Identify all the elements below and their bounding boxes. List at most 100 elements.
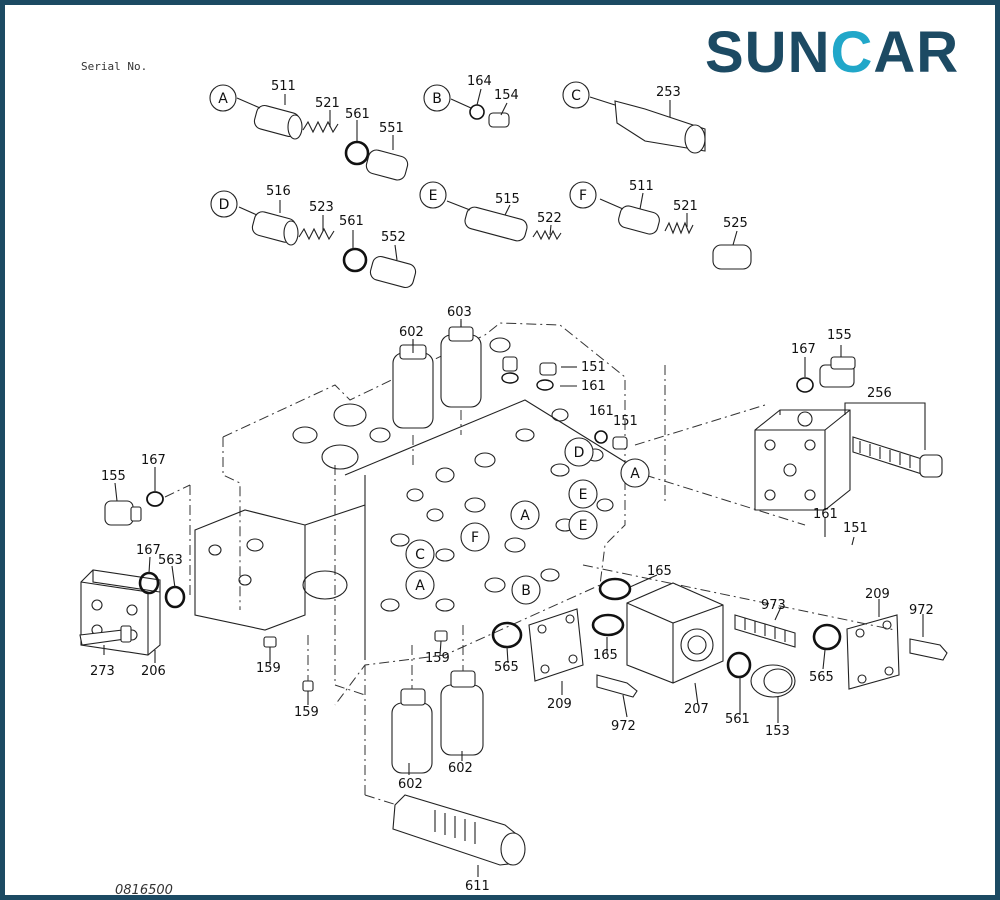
part-label: 155 [827, 328, 852, 343]
part-label: 167 [136, 543, 161, 558]
part-label: 565 [494, 660, 519, 675]
part-label: 611 [465, 879, 490, 894]
part-label: 972 [611, 719, 636, 734]
part-label: 551 [379, 121, 404, 136]
part-label: 603 [447, 305, 472, 320]
svg-text:D: D [574, 445, 585, 461]
part-label: 155 [101, 469, 126, 484]
detail-callout-a-top: A [209, 84, 237, 112]
part-label: 552 [381, 230, 406, 245]
part-label: 511 [271, 79, 296, 94]
part-label: 602 [448, 761, 473, 776]
detail-c-parts [589, 96, 706, 154]
detail-callout-a-body-low: A [405, 570, 435, 600]
part-label: 151 [613, 414, 638, 429]
part-label: 164 [467, 74, 492, 89]
svg-text:D: D [219, 197, 230, 213]
part-label: 165 [647, 564, 672, 579]
detail-callout-e-body-1: E [568, 479, 598, 509]
part-label: 161 [581, 379, 606, 394]
part-label: 153 [765, 724, 790, 739]
part-label: 207 [684, 702, 709, 717]
detail-a-parts [236, 97, 409, 181]
part-number-labels: 511 521 561 551 164 154 253 516 523 561 … [90, 74, 934, 894]
part-label: 159 [425, 651, 450, 666]
part-label: 165 [593, 648, 618, 663]
spool-611 [364, 665, 526, 866]
svg-text:C: C [415, 547, 425, 563]
detail-callout-a-body-right: A [620, 458, 650, 488]
detail-callout-c-top: C [562, 81, 590, 109]
part-label: 516 [266, 184, 291, 199]
part-label: 521 [673, 199, 698, 214]
leader-lines [103, 88, 926, 877]
plugs-151-161-top [501, 356, 628, 450]
part-label: 511 [629, 179, 654, 194]
detail-e-parts [446, 200, 562, 242]
svg-text:A: A [520, 508, 530, 524]
part-label: 206 [141, 664, 166, 679]
part-label: 256 [867, 386, 892, 401]
part-label: 159 [294, 705, 319, 720]
part-label: 161 [589, 404, 614, 419]
detail-callout-e-top: E [419, 181, 447, 209]
detail-b-parts [450, 98, 510, 128]
svg-text:E: E [579, 518, 588, 534]
part-label: 973 [761, 598, 786, 613]
svg-text:A: A [630, 466, 640, 482]
svg-text:A: A [415, 578, 425, 594]
part-label: 565 [809, 670, 834, 685]
part-label: 561 [725, 712, 750, 727]
exploded-valve-diagram: A B C D E F D A E A E F C A B 511 521 56… [79, 74, 948, 894]
part-label: 523 [309, 200, 334, 215]
svg-text:F: F [471, 530, 479, 546]
svg-text:B: B [521, 583, 531, 599]
spool-602-603-top [392, 321, 482, 465]
main-valve-body [194, 322, 631, 706]
part-label: 209 [547, 697, 572, 712]
part-label: 525 [723, 216, 748, 231]
detail-callout-a-body-mid: A [510, 500, 540, 530]
svg-text:F: F [579, 188, 587, 204]
svg-text:E: E [429, 188, 438, 204]
part-label: 209 [865, 587, 890, 602]
cover-256-assembly [634, 356, 943, 526]
detail-callout-f-top: F [569, 181, 597, 209]
part-label: 151 [581, 360, 606, 375]
part-label: 167 [141, 453, 166, 468]
serial-number-label: Serial No. [81, 60, 148, 73]
part-label: 253 [656, 85, 681, 100]
part-label: 151 [843, 521, 868, 536]
part-label: 161 [813, 507, 838, 522]
detail-f-parts [599, 198, 752, 270]
left-block-206-assembly [79, 484, 448, 692]
svg-text:C: C [571, 88, 581, 104]
detail-callout-b-body: B [511, 575, 541, 605]
suncar-logo: SUNCAR [705, 20, 960, 85]
part-label: 602 [398, 777, 423, 792]
part-label: 521 [315, 96, 340, 111]
part-label: 167 [791, 342, 816, 357]
detail-callout-d-body: D [564, 437, 594, 467]
part-label: 602 [399, 325, 424, 340]
part-label: 154 [494, 88, 519, 103]
detail-callout-d-top: D [210, 190, 238, 218]
detail-letter-callouts: A B C D E F D A E A E F C A B [209, 81, 650, 605]
svg-text:B: B [432, 91, 442, 107]
detail-d-parts [238, 206, 417, 289]
detail-callout-b-top: B [423, 84, 451, 112]
detail-callout-c-body: C [405, 539, 435, 569]
svg-text:E: E [579, 487, 588, 503]
part-label: 273 [90, 664, 115, 679]
block-207-assembly [491, 564, 948, 698]
part-label: 561 [345, 107, 370, 122]
part-label: 522 [537, 211, 562, 226]
detail-callout-e-body-2: E [568, 510, 598, 540]
spool-602-bottom [391, 625, 484, 774]
part-label: 563 [158, 553, 183, 568]
svg-text:A: A [218, 91, 228, 107]
detail-callout-f-body: F [460, 522, 490, 552]
part-label: 515 [495, 192, 520, 207]
part-label: 561 [339, 214, 364, 229]
